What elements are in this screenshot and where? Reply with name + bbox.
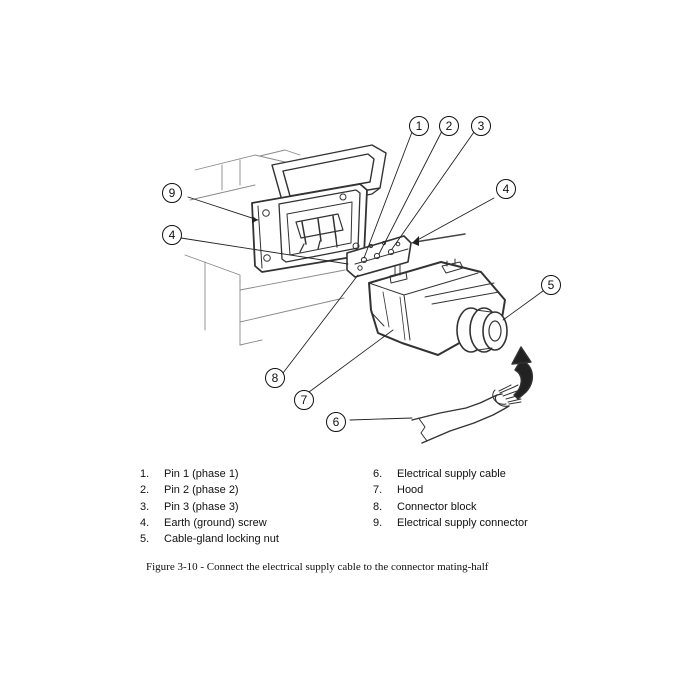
legend-number: 7.	[373, 484, 383, 497]
callouts	[162, 116, 561, 432]
callout-4-earth-screw-left: 4	[169, 228, 176, 242]
legend-label: Cable-gland locking nut	[164, 533, 279, 546]
electrical-supply-connector	[251, 183, 368, 273]
legend-label: Hood	[397, 484, 424, 497]
callout-9: 9	[169, 186, 176, 200]
legend-item: 2. Pin 2 (phase 2)	[140, 482, 279, 498]
legend-item: 6. Electrical supply cable	[373, 466, 528, 482]
legend-item: 5. Cable-gland locking nut	[140, 531, 279, 547]
legend-number: 2.	[140, 484, 150, 497]
legend-label: Pin 3 (phase 3)	[164, 500, 239, 513]
legend-item: 3. Pin 3 (phase 3)	[140, 499, 279, 515]
machine-housing	[184, 149, 346, 346]
legend-item: 4. Earth (ground) screw	[140, 515, 279, 531]
figure-caption: Figure 3-10 - Connect the electrical sup…	[146, 561, 489, 573]
callout-6: 6	[333, 415, 340, 429]
callout-2: 2	[446, 119, 453, 133]
legend-number: 9.	[373, 516, 383, 529]
legend-number: 6.	[373, 468, 383, 480]
connector-block	[346, 235, 412, 278]
cable-gland-locking-nut	[456, 307, 508, 353]
legend-label: Pin 2 (phase 2)	[164, 484, 239, 497]
connector-diagram: 1 2 3 4 4 5 6 7 8 9	[162, 116, 561, 444]
legend-number: 1.	[140, 468, 150, 480]
legend-label: Pin 1 (phase 1)	[164, 468, 239, 480]
legend-label: Electrical supply connector	[397, 516, 528, 529]
legend-label: Connector block	[397, 500, 477, 513]
legend-column-left: 1. Pin 1 (phase 1) 2. Pin 2 (phase 2) 3. Pi…	[140, 466, 279, 547]
insertion-arrow	[511, 346, 533, 400]
leader-lines	[180, 130, 544, 421]
callout-8: 8	[272, 371, 279, 385]
legend-number: 4.	[140, 516, 150, 529]
callout-1: 1	[416, 119, 423, 133]
legend-label: Electrical supply cable	[397, 468, 506, 480]
callout-3: 3	[478, 119, 485, 133]
callout-7: 7	[301, 393, 308, 407]
legend-label: Earth (ground) screw	[164, 516, 267, 529]
callout-5: 5	[548, 278, 555, 292]
legend-number: 8.	[373, 500, 383, 513]
legend-item: 8. Connector block	[373, 499, 528, 515]
legend-item: 9. Electrical supply connector	[373, 515, 528, 531]
legend-item: 1. Pin 1 (phase 1)	[140, 466, 279, 482]
callout-4-earth-screw-right: 4	[503, 182, 510, 196]
legend-number: 5.	[140, 533, 150, 546]
legend-item: 7. Hood	[373, 482, 528, 498]
electrical-supply-cable	[411, 384, 522, 444]
legend-number: 3.	[140, 500, 150, 513]
legend-column-right: 6. Electrical supply cable 7. Hood 8. Conne…	[373, 466, 528, 531]
